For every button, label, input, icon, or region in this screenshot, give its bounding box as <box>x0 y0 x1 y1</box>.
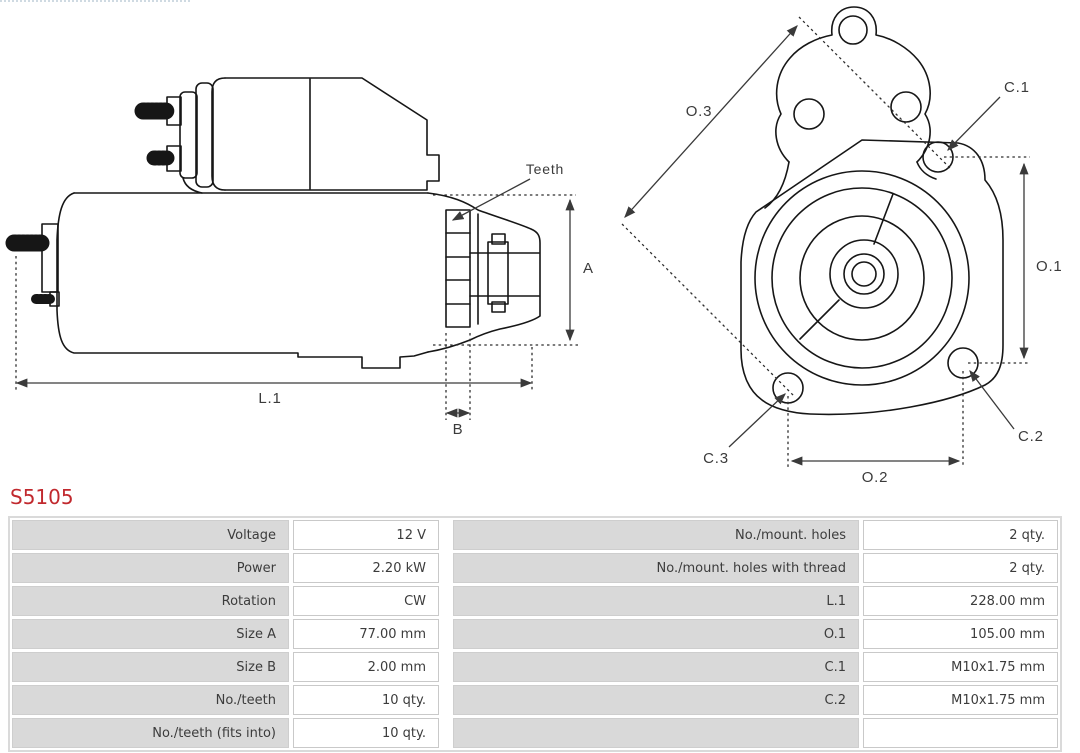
spec-value-voltage: 12 V <box>293 520 439 550</box>
spec-label-c2: C.2 <box>453 685 859 715</box>
spec-label-power: Power <box>12 553 289 583</box>
dim-label-o2: O.2 <box>862 469 889 486</box>
spec-value-empty <box>863 718 1058 748</box>
spec-label-c1: C.1 <box>453 652 859 682</box>
spec-value-size-a: 77.00 mm <box>293 619 439 649</box>
column-spacer <box>443 619 449 649</box>
dim-label-teeth: Teeth <box>526 161 564 177</box>
side-view-drawing <box>5 77 541 369</box>
spec-label-size-b: Size B <box>12 652 289 682</box>
spec-label-o1: O.1 <box>453 619 859 649</box>
spec-label-teeth-fits-into: No./teeth (fits into) <box>12 718 289 748</box>
spec-value-teeth-fits-into: 10 qty. <box>293 718 439 748</box>
front-view-drawing <box>740 6 1004 416</box>
dim-label-c2: C.2 <box>1018 428 1044 445</box>
column-spacer <box>443 652 449 682</box>
spec-value-teeth: 10 qty. <box>293 685 439 715</box>
spec-label-voltage: Voltage <box>12 520 289 550</box>
spec-value-c2: M10x1.75 mm <box>863 685 1058 715</box>
front-view-dimensions: O.3 C.1 O.1 O.2 C.3 C.2 <box>621 16 1063 486</box>
column-spacer <box>443 685 449 715</box>
spec-row: Size A 77.00 mm O.1 105.00 mm <box>12 619 1058 649</box>
spec-value-rotation: CW <box>293 586 439 616</box>
spec-label-size-a: Size A <box>12 619 289 649</box>
spec-value-mount-holes: 2 qty. <box>863 520 1058 550</box>
side-view-dimensions: A L.1 B Teeth <box>15 161 594 438</box>
technical-drawing: A L.1 B Teeth <box>5 6 1063 486</box>
dim-label-l1: L.1 <box>258 390 281 407</box>
spec-label-rotation: Rotation <box>12 586 289 616</box>
dim-label-c1: C.1 <box>1004 79 1030 96</box>
dim-label-b: B <box>453 421 464 438</box>
spec-row: No./teeth (fits into) 10 qty. <box>12 718 1058 748</box>
column-spacer <box>443 520 449 550</box>
spec-value-l1: 228.00 mm <box>863 586 1058 616</box>
column-spacer <box>443 718 449 748</box>
dim-label-o1: O.1 <box>1036 258 1063 275</box>
spec-row: Voltage 12 V No./mount. holes 2 qty. <box>12 520 1058 550</box>
spec-label-empty <box>453 718 859 748</box>
part-number: S5105 <box>10 485 74 509</box>
spec-row: Rotation CW L.1 228.00 mm <box>12 586 1058 616</box>
spec-label-mount-holes: No./mount. holes <box>453 520 859 550</box>
spec-row: No./teeth 10 qty. C.2 M10x1.75 mm <box>12 685 1058 715</box>
spec-value-c1: M10x1.75 mm <box>863 652 1058 682</box>
spec-label-teeth: No./teeth <box>12 685 289 715</box>
spec-value-o1: 105.00 mm <box>863 619 1058 649</box>
spec-value-mount-holes-thread: 2 qty. <box>863 553 1058 583</box>
spec-label-l1: L.1 <box>453 586 859 616</box>
dim-label-a: A <box>583 260 594 277</box>
spec-row: Power 2.20 kW No./mount. holes with thre… <box>12 553 1058 583</box>
column-spacer <box>443 586 449 616</box>
column-spacer <box>443 553 449 583</box>
spec-row: Size B 2.00 mm C.1 M10x1.75 mm <box>12 652 1058 682</box>
spec-label-mount-holes-thread: No./mount. holes with thread <box>453 553 859 583</box>
spec-value-power: 2.20 kW <box>293 553 439 583</box>
dim-label-c3: C.3 <box>703 450 729 467</box>
spec-table: Voltage 12 V No./mount. holes 2 qty. Pow… <box>8 516 1062 752</box>
cropped-logo-artifact <box>0 0 190 7</box>
dim-label-o3: O.3 <box>686 103 713 120</box>
spec-value-size-b: 2.00 mm <box>293 652 439 682</box>
